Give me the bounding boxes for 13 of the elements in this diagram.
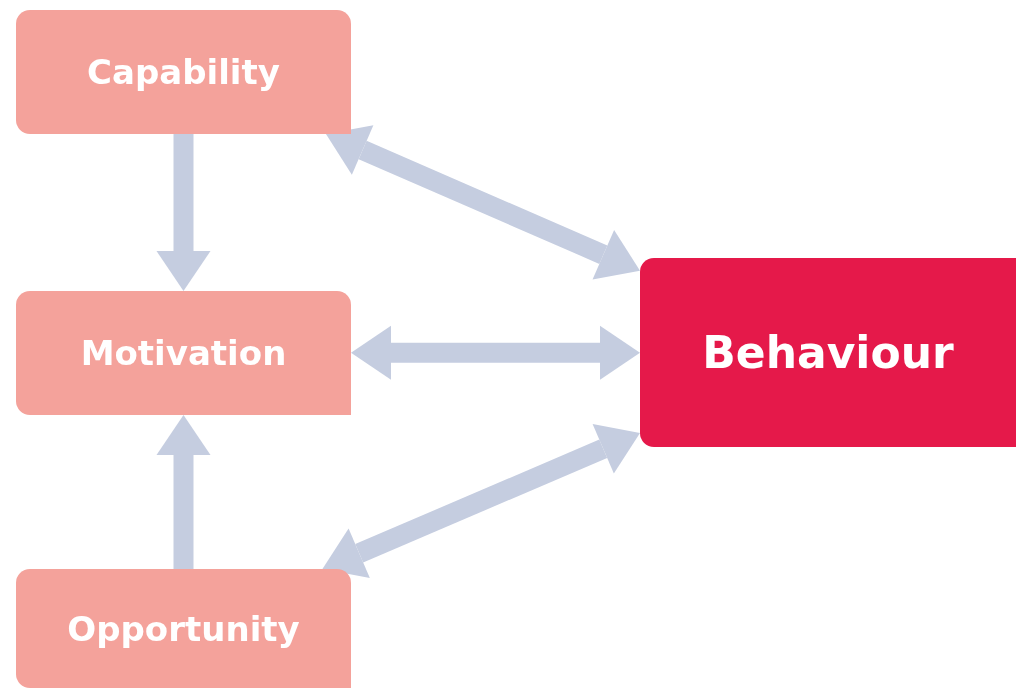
factor-box (16, 10, 351, 134)
arrow (156, 415, 211, 569)
node-label: Capability (87, 52, 280, 92)
arrow (156, 134, 211, 291)
behaviour-box (640, 258, 1016, 447)
arrow (325, 125, 640, 280)
arrow (322, 423, 640, 579)
node-label: Motivation (80, 333, 287, 373)
factor-box (16, 291, 351, 415)
factor-box (16, 569, 351, 688)
node-label: Opportunity (67, 608, 300, 649)
node-label: Behaviour (702, 327, 954, 378)
arrow (351, 325, 640, 380)
